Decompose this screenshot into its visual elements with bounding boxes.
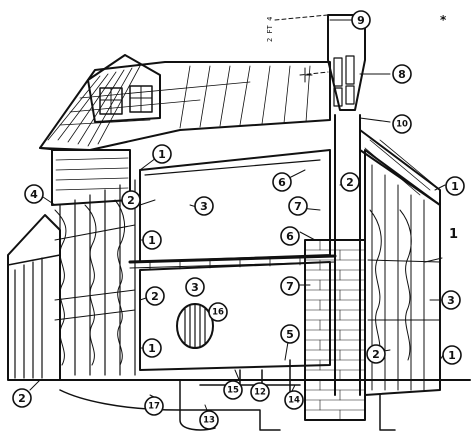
callout-circle	[280, 324, 300, 344]
callout-c13: 13	[199, 410, 219, 430]
callout-circle	[194, 196, 214, 216]
callout-circle	[145, 286, 165, 306]
callout-number: 1	[158, 148, 166, 161]
left-porch	[7, 214, 61, 381]
callout-c15: 15	[223, 380, 243, 400]
vertical-height-note: 2 FT 4	[266, 17, 274, 42]
callout-c7a: 7	[288, 196, 308, 216]
callout-number: 15	[227, 386, 239, 396]
callout-number: 2	[127, 194, 135, 207]
callout-c1a: 1	[152, 144, 172, 164]
callout-circle	[24, 184, 44, 204]
callout-number: 3	[200, 200, 208, 213]
callout-number: 1	[148, 342, 156, 355]
star-mark: *	[440, 13, 447, 27]
callout-number: 17	[148, 402, 160, 412]
callout-number: 12	[254, 388, 266, 398]
callout-number: 1	[451, 180, 459, 193]
callout-circle	[280, 226, 300, 246]
callout-circle	[152, 144, 172, 164]
callout-number: 2	[18, 392, 26, 405]
callout-number: 2	[372, 348, 380, 361]
wall-register	[176, 303, 214, 349]
callout-circle	[250, 382, 270, 402]
callout-circle	[280, 276, 300, 296]
main-roof	[39, 61, 331, 151]
callout-c7b: 7	[280, 276, 300, 296]
upper-left-wall	[51, 149, 131, 206]
callout-c2a: 2	[121, 190, 141, 210]
callout-c8: 8	[392, 64, 412, 84]
callout-c16: 16	[208, 302, 228, 322]
callout-circle	[284, 390, 304, 410]
callout-c17: 17	[144, 396, 164, 416]
callout-c3a: 3	[194, 196, 214, 216]
callout-number: 2	[346, 176, 354, 189]
callout-c1f: 1	[442, 345, 462, 365]
callout-circle	[340, 172, 360, 192]
callout-c1e: 1	[142, 338, 162, 358]
callout-number: 16	[212, 308, 224, 318]
callout-number: 3	[191, 281, 199, 294]
callout-c12: 12	[250, 382, 270, 402]
callout-c6a: 6	[272, 172, 292, 192]
callout-c2c: 2	[145, 286, 165, 306]
callout-number: 5	[286, 328, 294, 341]
callout-number: 7	[294, 200, 302, 213]
callout-number: 2	[151, 290, 159, 303]
callout-circle	[366, 344, 386, 364]
callout-circle	[441, 290, 461, 310]
callout-circle	[142, 230, 162, 250]
callout-c1b: 1	[445, 176, 465, 196]
callout-c3c: 3	[441, 290, 461, 310]
callout-number: 9	[357, 14, 365, 27]
chimney	[274, 14, 366, 421]
callout-circle	[288, 196, 308, 216]
callout-number: 13	[203, 416, 215, 426]
callout-c1c: 1	[142, 230, 162, 250]
callout-circle	[185, 277, 205, 297]
callout-number: 7	[286, 280, 294, 293]
callout-circle	[142, 338, 162, 358]
callout-number: 6	[278, 176, 286, 189]
callout-c2e: 2	[12, 388, 32, 408]
callout-c5: 5	[280, 324, 300, 344]
callout-number: 3	[447, 294, 455, 307]
callout-circle	[199, 410, 219, 430]
callout-circle	[392, 64, 412, 84]
callout-circle	[442, 345, 462, 365]
callout-circle	[144, 396, 164, 416]
callout-c4: 4	[24, 184, 44, 204]
callout-circle	[392, 114, 412, 134]
callout-c2b: 2	[340, 172, 360, 192]
callout-number: 6	[286, 230, 294, 243]
callout-number: 14	[288, 396, 300, 406]
callout-number: 4	[30, 188, 38, 201]
callout-c10: 10	[392, 114, 412, 134]
callout-circle	[208, 302, 228, 322]
roof-dormer	[87, 54, 161, 123]
edge-label-one: 1	[449, 227, 458, 242]
callout-circle	[223, 380, 243, 400]
callout-number: 8	[398, 68, 406, 81]
callout-number: 1	[448, 349, 456, 362]
callout-circle	[445, 176, 465, 196]
callout-circle	[12, 388, 32, 408]
callout-circle	[351, 10, 371, 30]
callout-c2d: 2	[366, 344, 386, 364]
callout-c3b: 3	[185, 277, 205, 297]
callout-number: 10	[396, 120, 408, 130]
callout-number: 1	[148, 234, 156, 247]
callout-c9: 9	[351, 10, 371, 30]
callout-circle	[272, 172, 292, 192]
callout-c14: 14	[284, 390, 304, 410]
callout-c6b: 6	[280, 226, 300, 246]
callout-circle	[121, 190, 141, 210]
